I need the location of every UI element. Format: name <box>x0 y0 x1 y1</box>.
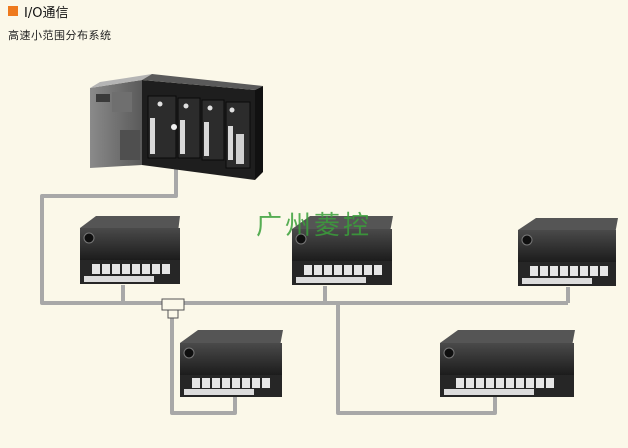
remote-io-module-4 <box>180 330 283 397</box>
remote-io-module-2 <box>292 216 393 285</box>
page-subtitle: 高速小范围分布系统 <box>8 29 112 42</box>
plc-rack <box>90 74 263 180</box>
orange-square-bullet-icon <box>8 6 18 16</box>
header: I/O通信 高速小范围分布系统 <box>8 3 112 43</box>
t-junction-connector <box>161 298 185 319</box>
watermark-text: 广州菱控 <box>256 211 373 241</box>
page-title: I/O通信 <box>24 5 69 21</box>
cable-branch-to-remote-4 <box>170 316 237 415</box>
cable-trunk-down <box>336 303 497 415</box>
remote-io-module-1 <box>80 216 180 284</box>
remote-io-module-3 <box>518 218 618 286</box>
remote-io-module-5 <box>440 330 575 397</box>
title-row: I/O通信 <box>8 3 112 21</box>
